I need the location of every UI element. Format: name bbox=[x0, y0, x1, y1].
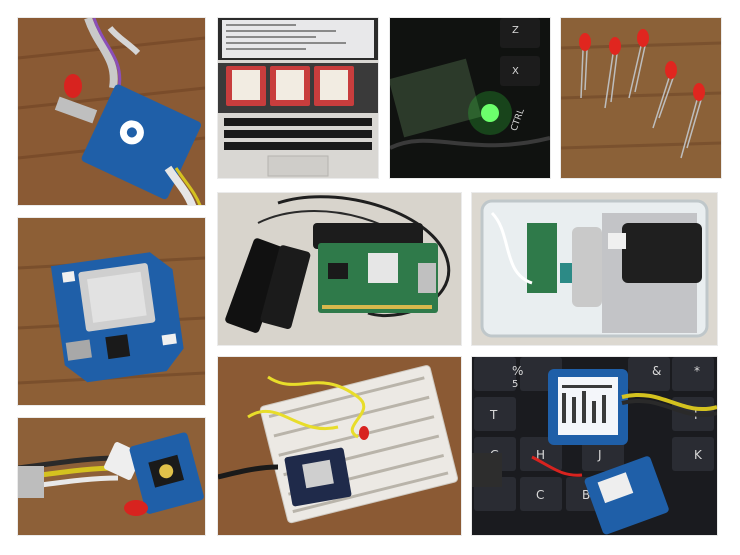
key-k: K bbox=[694, 448, 703, 462]
breadboard-image bbox=[218, 357, 461, 535]
key-ampersand: & bbox=[652, 364, 661, 378]
key-c: C bbox=[536, 488, 544, 502]
red-leds-image bbox=[561, 18, 721, 178]
photo-plastic-box bbox=[472, 193, 717, 345]
dark-key-x: X bbox=[512, 66, 519, 77]
plastic-box-image bbox=[472, 193, 717, 345]
key-j: J bbox=[597, 448, 602, 462]
key-t: T bbox=[489, 408, 498, 422]
dark-key-z: Z bbox=[512, 25, 519, 36]
photo-wifi-module bbox=[18, 218, 205, 405]
key-b: B bbox=[582, 488, 590, 502]
cellular-board-image bbox=[218, 193, 461, 345]
photo-red-leds bbox=[561, 18, 721, 178]
photo-grove-led-module bbox=[18, 18, 205, 205]
key-asterisk: * bbox=[694, 364, 700, 378]
wifi-module-image bbox=[18, 218, 205, 405]
grove-button-image bbox=[18, 418, 205, 535]
key-5: 5 bbox=[512, 379, 518, 390]
laptop-breakout-image bbox=[218, 18, 378, 178]
grove-led-module-image bbox=[18, 18, 205, 205]
photo-laptop-breakout bbox=[218, 18, 378, 178]
dark-board-image: Z X CTRL bbox=[390, 18, 550, 178]
key-h: H bbox=[536, 448, 545, 462]
key-percent: % bbox=[512, 364, 523, 378]
grove-oled-image: % 5 & * T I G H J K C B bbox=[472, 357, 717, 535]
photo-dark-board-green-led: Z X CTRL bbox=[390, 18, 550, 178]
photo-cellular-board bbox=[218, 193, 461, 345]
photo-grove-button bbox=[18, 418, 205, 535]
photo-breadboard-build bbox=[218, 357, 461, 535]
photo-grove-oled: % 5 & * T I G H J K C B bbox=[472, 357, 717, 535]
